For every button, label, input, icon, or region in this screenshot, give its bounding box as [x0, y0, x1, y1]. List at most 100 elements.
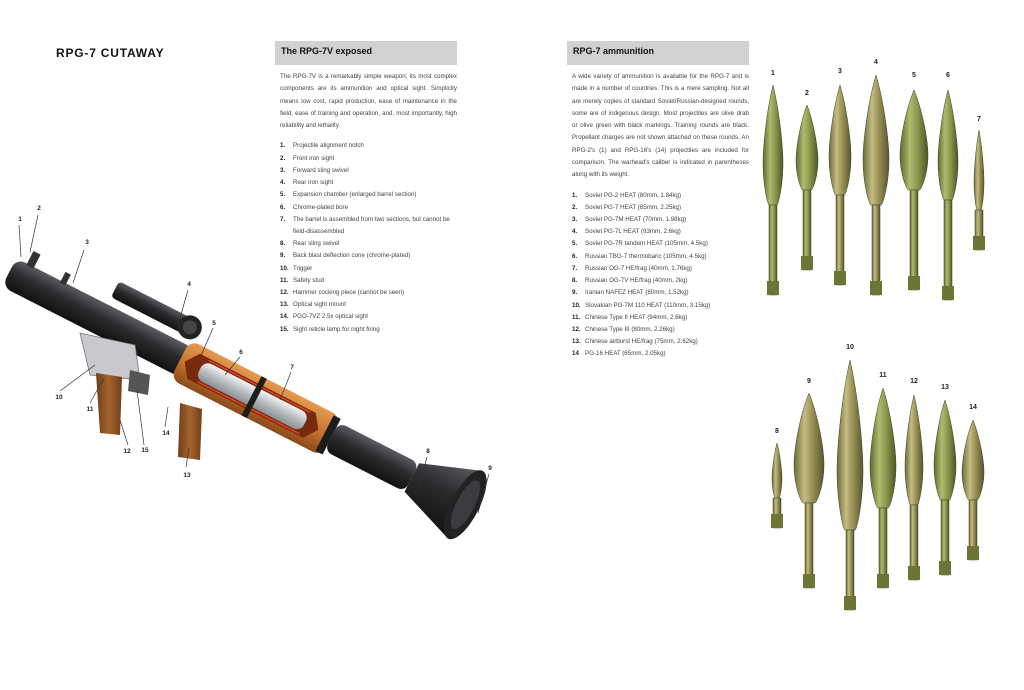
projectile-1 — [762, 84, 784, 296]
ammunition-item-number: 8. — [572, 277, 578, 285]
exposed-part-item-number: 7. — [280, 215, 286, 223]
callout-4: 4 — [187, 281, 191, 288]
exposed-part-item-number: 2. — [280, 154, 286, 162]
ammunition-item: 3. Soviet PG-7M HEAT (70mm, 1.98kg) — [572, 214, 749, 226]
callout-15: 15 — [141, 447, 149, 454]
projectile-label-7: 7 — [977, 116, 981, 123]
exposed-part-item-number: 8. — [280, 240, 286, 248]
callout-6: 6 — [239, 349, 243, 356]
exposed-part-item: 6. Chrome-plated bore — [280, 202, 457, 214]
callout-10: 10 — [55, 394, 63, 401]
exposed-part-item-text: Trigger — [293, 264, 313, 272]
projectile-3 — [828, 84, 852, 286]
exposed-part-item: 7.The barrel is assembled from two secti… — [280, 214, 457, 238]
ammunition-item: 10.Slovakian PG-7M 110 HEAT (110mm, 3.15… — [572, 300, 749, 312]
exposed-part-item: 9.Back blast deflection cone (chrome-pla… — [280, 250, 457, 262]
exposed-part-item: 4.Rear iron sight — [280, 177, 457, 189]
exposed-heading: The RPG-7V exposed — [275, 41, 457, 65]
callout-9: 9 — [488, 465, 492, 472]
projectile-label-3: 3 — [838, 68, 842, 75]
ammunition-item-text: Russian TBG-7 thermobaric (105mm, 4.5kg) — [585, 252, 707, 260]
exposed-part-item-text: Optical sight mount — [293, 301, 346, 309]
projectile-5 — [899, 89, 929, 291]
callout-5: 5 — [212, 320, 216, 327]
exposed-part-item: 8.Rear sling swivel — [280, 238, 457, 250]
exposed-part-item-text: Sight reticle lamp for night firing — [293, 325, 380, 333]
ammunition-intro: A wide variety of ammunition is availabl… — [572, 73, 749, 179]
ammunition-item-text: Soviet PG-7M HEAT (70mm, 1.98kg) — [585, 216, 687, 224]
callout-14: 14 — [162, 430, 170, 437]
callout-3: 3 — [85, 239, 89, 246]
ammunition-item-text: Russian OG-7V HE/frag (40mm, 2kg) — [585, 277, 688, 285]
exposed-part-item-number: 13. — [280, 301, 289, 309]
callout-12: 12 — [123, 448, 131, 455]
projectile-label-13: 13 — [941, 384, 949, 391]
exposed-part-item-number: 1. — [280, 142, 286, 150]
ammunition-item-text: Soviet PG-7R tandem HEAT (105mm, 4.5kg) — [585, 240, 708, 248]
ammunition-item-number: 9. — [572, 289, 578, 297]
exposed-part-item: 12. Hammer cocking piece (cannot be seen) — [280, 287, 457, 299]
projectile-2 — [795, 104, 819, 271]
exposed-part-item-text: Chrome-plated bore — [293, 203, 349, 211]
ammunition-item-text: Soviet PG-7 HEAT (85mm, 2.25kg) — [585, 203, 682, 211]
callout-2: 2 — [37, 205, 41, 212]
ammunition-item-number: 14 — [572, 350, 579, 358]
projectile-label-10: 10 — [846, 344, 854, 351]
projectile-14 — [961, 419, 985, 561]
projectile-label-6: 6 — [946, 72, 950, 79]
ammunition-item-text: Iranian NAFEZ HEAT (80mm, 1.52kg) — [585, 289, 689, 297]
ammunition-item: 8. Russian OG-7V HE/frag (40mm, 2kg) — [572, 275, 749, 287]
ammunition-item-number: 12. — [572, 325, 581, 333]
projectile-label-8: 8 — [775, 428, 779, 435]
projectile-9 — [793, 392, 825, 589]
projectile-4 — [862, 74, 890, 296]
exposed-part-item-number: 11. — [280, 276, 289, 284]
ammunition-item-number: 13. — [572, 338, 581, 346]
exposed-part-item: 10. Trigger — [280, 263, 457, 275]
ammunition-item: 9. Iranian NAFEZ HEAT (80mm, 1.52kg) — [572, 287, 749, 299]
ammunition-item-number: 4. — [572, 228, 578, 236]
ammunition-item-number: 3. — [572, 216, 578, 224]
exposed-part-item-text: Rear iron sight — [293, 179, 334, 187]
projectile-8 — [771, 442, 783, 529]
exposed-part-item-number: 12. — [280, 288, 289, 296]
ammunition-item: 6.Russian TBG-7 thermobaric (105mm, 4.5k… — [572, 251, 749, 263]
exposed-part-item-number: 5. — [280, 191, 286, 199]
ammunition-item-number: 11. — [572, 313, 581, 321]
ammunition-item: 11. Chinese Type II HEAT (94mm, 2.6kg) — [572, 312, 749, 324]
ammunition-item: 14 PG-16 HEAT (65mm, 2.05kg) — [572, 348, 749, 360]
projectile-label-9: 9 — [807, 378, 811, 385]
exposed-part-item-number: 6. — [280, 203, 286, 211]
projectile-12 — [904, 394, 924, 581]
ammunition-item: 5.Soviet PG-7R tandem HEAT (105mm, 4.5kg… — [572, 238, 749, 250]
projectile-7 — [973, 129, 985, 251]
exposed-part-item-number: 14. — [280, 313, 289, 321]
exposed-part-item: 5. Expansion chamber (enlarged barrel sec… — [280, 189, 457, 201]
exposed-part-item-text: Expansion chamber (enlarged barrel secti… — [293, 191, 417, 199]
callout-13: 13 — [183, 472, 191, 479]
exposed-part-item: 3. Forward sling swivel — [280, 165, 457, 177]
projectile-13 — [933, 399, 957, 576]
exposed-part-item: 14. PGO-7VZ 2.5x optical sight — [280, 311, 457, 323]
exposed-part-item-text: Forward sling swivel — [293, 166, 349, 174]
exposed-part-item-text: Safety stud — [293, 276, 324, 284]
exposed-part-item-number: 10. — [280, 264, 289, 272]
exposed-part-item-text: PGO-7VZ 2.5x optical sight — [293, 313, 368, 321]
projectile-10 — [836, 359, 864, 611]
ammunition-item-text: Chinese Type II HEAT (94mm, 2.6kg) — [585, 313, 688, 321]
ammunition-item-text: Russian OG-7 HE/frag (40mm, 1.76kg) — [585, 264, 692, 272]
ammunition-item-text: PG-16 HEAT (65mm, 2.05kg) — [585, 350, 666, 358]
exposed-part-item-number: 3. — [280, 166, 286, 174]
exposed-part-item: 1.Projectile alignment notch — [280, 140, 457, 152]
ammunition-item-text: Soviet PG-2 HEAT (80mm, 1.84kg) — [585, 191, 682, 199]
projectile-label-14: 14 — [969, 404, 977, 411]
callout-11: 11 — [86, 406, 94, 413]
projectile-label-1: 1 — [771, 70, 775, 77]
rpg7-cutaway-illustration — [5, 214, 490, 540]
exposed-part-item-text: Hammer cocking piece (cannot be seen) — [293, 288, 405, 296]
ammunition-item-number: 7. — [572, 264, 578, 272]
ammunition-item-number: 10. — [572, 301, 581, 309]
exposed-part-item-number: 9. — [280, 252, 286, 260]
